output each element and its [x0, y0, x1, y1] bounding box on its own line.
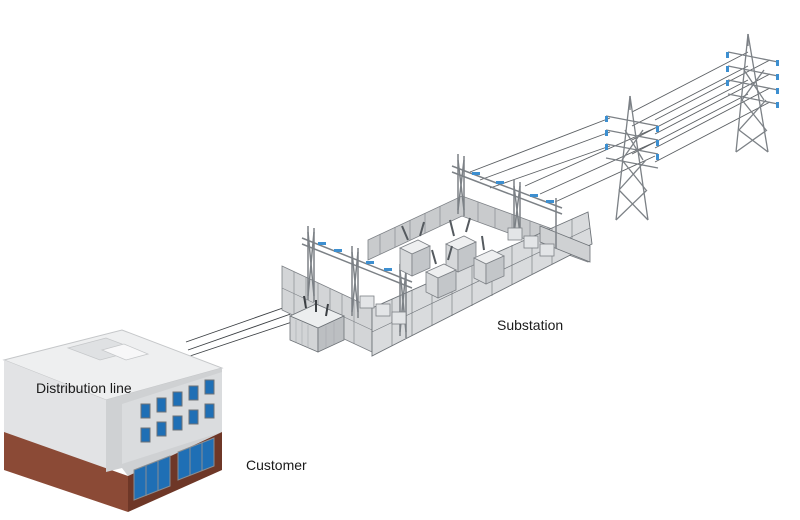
distribution-line-label: Distribution line: [36, 380, 132, 396]
transformer-mid: [425, 263, 457, 299]
distribution-transformer: [289, 295, 345, 353]
bushings: [401, 217, 485, 265]
gantry-insulators: [318, 172, 554, 271]
substation-gantries: [301, 154, 563, 338]
building-windows: [140, 379, 215, 443]
substation-equipment: [359, 217, 555, 325]
customer-label: Customer: [246, 457, 307, 473]
substation-fence-right: [539, 225, 591, 263]
transmission-tower-near: [605, 95, 659, 221]
transformer-rear-3: [473, 249, 505, 285]
building-brick-left: [4, 432, 128, 512]
transformer-rear-1: [399, 239, 431, 277]
breakers-row: [359, 227, 555, 325]
substation: [281, 154, 593, 357]
tower-insulators-near: [605, 116, 659, 160]
substation-label: Substation: [497, 317, 564, 333]
transmission-tower-far: [727, 33, 779, 153]
building-shopfront: [133, 437, 215, 501]
tower-insulators-far: [726, 52, 779, 108]
building-wall-left: [4, 360, 106, 488]
distribution-line-wires: [185, 301, 305, 357]
customer-building: [2, 329, 224, 512]
